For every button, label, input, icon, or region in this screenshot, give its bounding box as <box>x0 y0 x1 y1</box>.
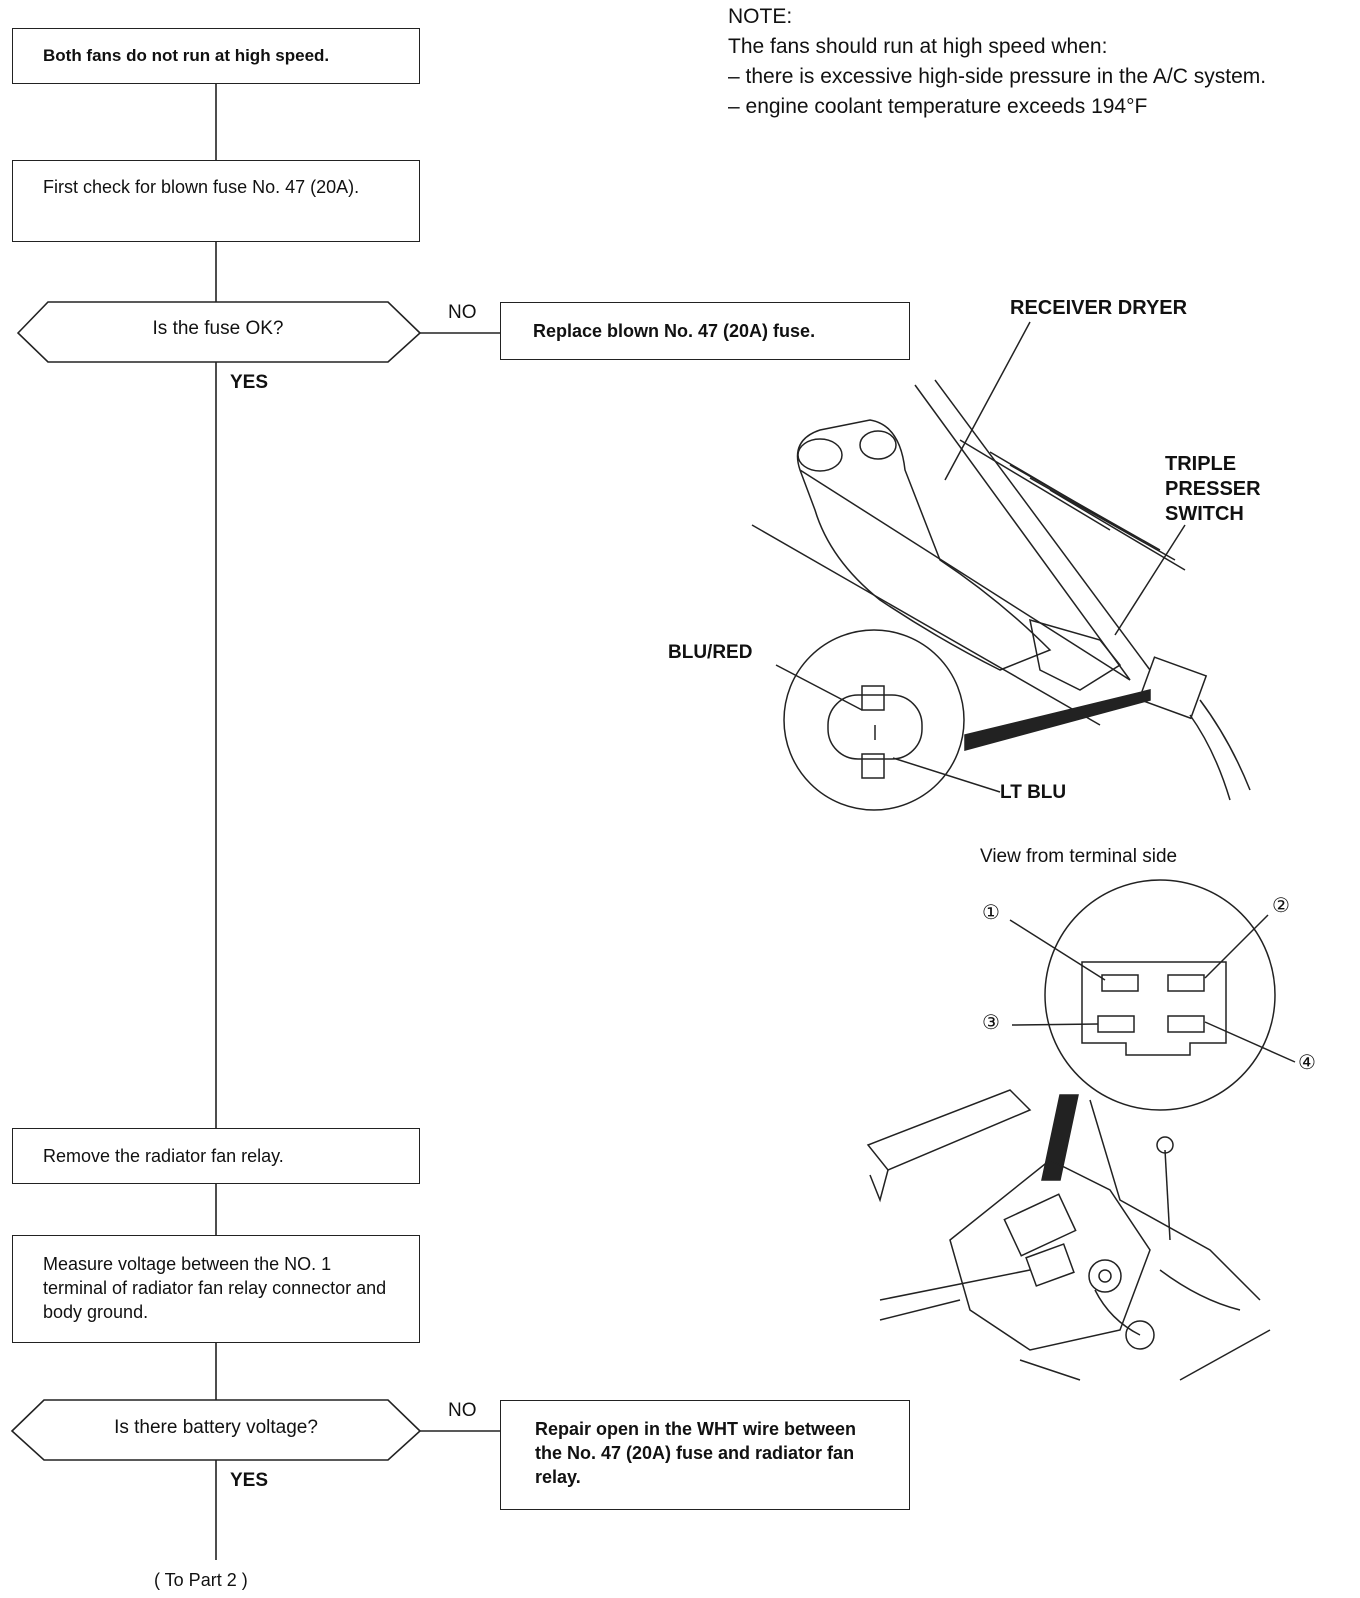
blu-red-label: BLU/RED <box>668 642 753 663</box>
terminal-4-label: ④ <box>1298 1052 1316 1074</box>
decision2-text: Is there battery voltage? <box>114 1417 318 1438</box>
terminal-2-label: ② <box>1272 895 1290 917</box>
decision1-yes-label: YES <box>230 372 269 393</box>
triple-switch-line-2: PRESSER <box>1165 478 1261 500</box>
note-heading: NOTE: <box>728 5 793 28</box>
decision1-text: Is the fuse OK? <box>152 318 284 339</box>
step-both-fans-box: Both fans do not run at high speed. <box>12 28 420 84</box>
step-measure-voltage-text: Measure voltage between the NO. 1 termin… <box>43 1254 387 1322</box>
lt-blu-label: LT BLU <box>1000 782 1067 803</box>
step-measure-voltage-box: Measure voltage between the NO. 1 termin… <box>12 1235 420 1343</box>
decision1-no-label: NO <box>448 302 477 323</box>
step-both-fans-text: Both fans do not run at high speed. <box>43 46 330 65</box>
note-block: NOTE: The fans should run at high speed … <box>728 2 1352 122</box>
triple-switch-line-1: TRIPLE <box>1165 453 1237 475</box>
decision2-no-label: NO <box>448 1400 477 1421</box>
receiver-dryer-label: RECEIVER DRYER <box>1010 297 1188 319</box>
decision1-shape <box>16 301 422 363</box>
action-repair-wire-box: Repair open in the WHT wire between the … <box>500 1400 910 1510</box>
action-replace-fuse-box: Replace blown No. 47 (20A) fuse. <box>500 302 910 360</box>
note-intro: The fans should run at high speed when: <box>728 35 1108 58</box>
note-item-1-text: – there is excessive high-side pressure … <box>728 65 1267 88</box>
triple-switch-line-3: SWITCH <box>1165 503 1244 525</box>
terminal-1-label: ① <box>982 902 1000 924</box>
triple-switch-label: TRIPLE PRESSER SWITCH <box>1165 452 1261 527</box>
step-remove-relay-box: Remove the radiator fan relay. <box>12 1128 420 1184</box>
terminal-3-label: ③ <box>982 1012 1000 1034</box>
terminal-view-caption: View from terminal side <box>980 846 1178 867</box>
step-check-fuse-text: First check for blown fuse No. 47 (20A). <box>43 177 360 197</box>
continuation-label: ( To Part 2 ) <box>154 1570 248 1590</box>
note-item-1: – there is excessive high-side pressure … <box>728 62 1352 92</box>
decision2-yes-label: YES <box>230 1470 269 1491</box>
note-item-2: – engine coolant temperature exceeds 194… <box>728 95 1148 118</box>
action-repair-wire-text: Repair open in the WHT wire between the … <box>535 1419 857 1487</box>
decision2-shape <box>10 1399 422 1461</box>
action-replace-fuse-text: Replace blown No. 47 (20A) fuse. <box>533 321 816 341</box>
step-check-fuse-box: First check for blown fuse No. 47 (20A). <box>12 160 420 242</box>
fan-relay-illustration <box>866 879 1296 1381</box>
step-remove-relay-text: Remove the radiator fan relay. <box>43 1146 284 1166</box>
receiver-dryer-illustration <box>751 321 1251 811</box>
